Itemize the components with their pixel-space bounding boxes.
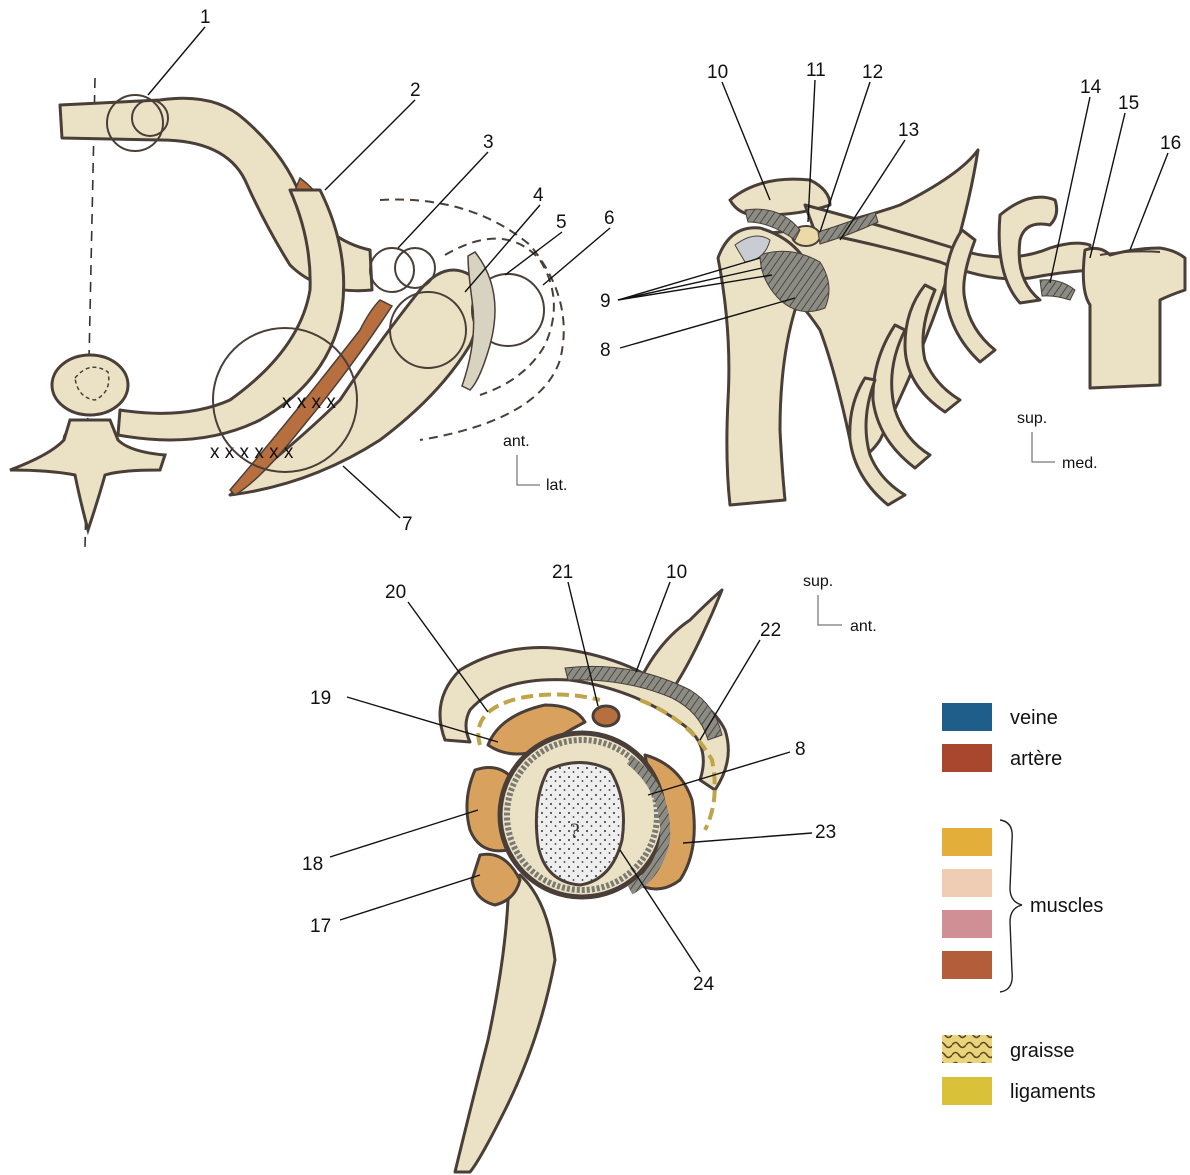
svg-text:lat.: lat. [546, 477, 567, 494]
label-5: 5 [556, 212, 567, 233]
glenoid-cavity [536, 763, 623, 886]
panel-top-left: x x x x x x x x x x 1 2 3 4 5 6 [10, 7, 615, 548]
legend-label-muscles: muscles [1030, 895, 1103, 917]
orientation-bottom: sup. ant. [803, 573, 877, 635]
label-19: 19 [310, 688, 331, 709]
label-11: 11 [806, 60, 826, 81]
panel-top-right: 8 9 10 11 12 13 14 15 16 sup. med. [600, 60, 1185, 505]
svg-text:med.: med. [1062, 455, 1098, 472]
svg-text:ant.: ant. [503, 433, 530, 450]
label-12: 12 [862, 62, 883, 83]
label-14: 14 [1080, 77, 1102, 98]
svg-text:x x x x x x: x x x x x x [210, 442, 294, 463]
label-17: 17 [310, 916, 331, 937]
legend: veine artère muscles graisse ligaments [942, 703, 1103, 1105]
svg-text:sup.: sup. [1017, 410, 1047, 427]
panel-bottom: ? 17 18 19 20 21 10 22 8 23 24 sup. ant. [302, 562, 877, 1172]
label-22: 22 [760, 620, 781, 641]
legend-swatch-artere [942, 744, 992, 772]
label-2: 2 [410, 80, 421, 101]
label-20: 20 [385, 582, 406, 603]
label-13: 13 [898, 120, 919, 141]
scapula-lateral [455, 875, 555, 1172]
sternum [1083, 248, 1185, 388]
label-4: 4 [533, 185, 544, 206]
label-24: 24 [693, 974, 715, 995]
label-8-top: 8 [600, 340, 611, 361]
orientation-top-left: ant. lat. [503, 433, 567, 494]
question-mark: ? [570, 818, 580, 843]
label-10-top: 10 [707, 62, 728, 83]
orientation-top-right: sup. med. [1017, 410, 1098, 472]
label-7: 7 [402, 514, 413, 535]
legend-swatch-graisse [942, 1035, 992, 1063]
svg-text:ant.: ant. [850, 618, 877, 635]
biceps-tendon-origin [593, 706, 619, 726]
legend-swatch-muscle-4 [942, 951, 992, 979]
label-8-bottom: 8 [795, 739, 806, 760]
legend-swatch-ligaments [942, 1077, 992, 1105]
label-1: 1 [200, 7, 211, 28]
label-9: 9 [600, 291, 611, 312]
legend-label-artere: artère [1010, 748, 1062, 770]
label-10-bottom: 10 [666, 562, 687, 583]
svg-text:x x x x: x x x x [282, 392, 336, 413]
label-23: 23 [815, 822, 836, 843]
legend-swatch-muscle-3 [942, 910, 992, 938]
legend-swatch-muscle-1 [942, 828, 992, 856]
legend-brace [1000, 820, 1022, 992]
label-18: 18 [302, 854, 323, 875]
legend-label-ligaments: ligaments [1010, 1081, 1096, 1103]
label-16: 16 [1160, 133, 1181, 154]
label-3: 3 [483, 132, 494, 153]
label-6: 6 [604, 208, 615, 229]
legend-swatch-muscle-2 [942, 869, 992, 897]
svg-text:sup.: sup. [803, 573, 833, 590]
legend-swatch-veine [942, 703, 992, 731]
legend-label-graisse: graisse [1010, 1040, 1074, 1062]
label-15: 15 [1118, 93, 1139, 114]
vertebra [10, 355, 165, 530]
label-21: 21 [552, 562, 573, 583]
legend-label-veine: veine [1010, 707, 1058, 729]
